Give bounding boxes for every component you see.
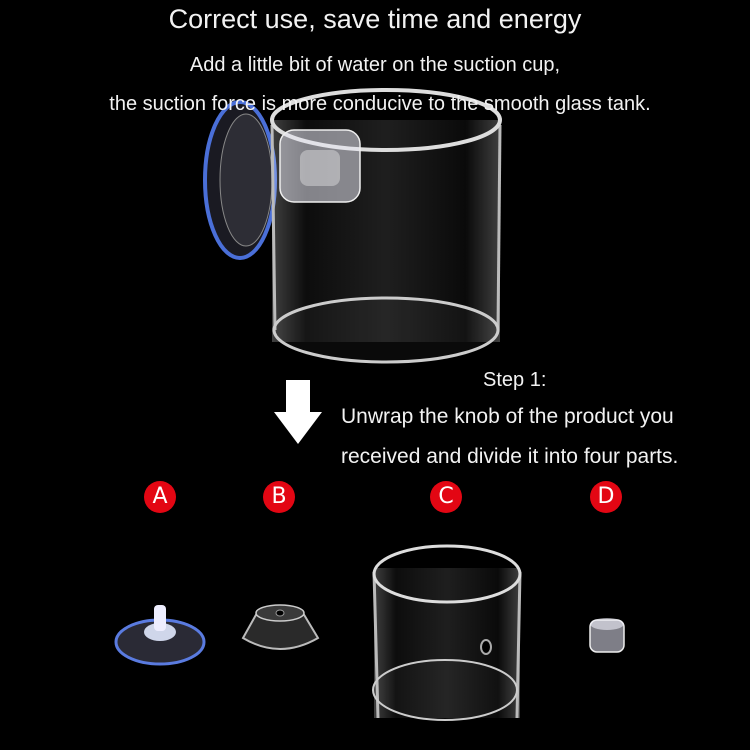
acrylic-cylinder-icon	[372, 544, 522, 721]
part-badge-a: A	[144, 481, 176, 513]
page-title: Correct use, save time and energy	[168, 4, 582, 34]
assembled-product-icon	[203, 88, 502, 364]
instruction-line-1: Add a little bit of water on the suction…	[189, 54, 561, 76]
knob-icon	[589, 618, 625, 653]
step-description-line-2: received and divide it into four parts.	[341, 445, 679, 468]
suction-cup-icon	[241, 604, 320, 650]
part-badge-c: C	[430, 481, 462, 513]
step-label: Step 1:	[483, 369, 547, 391]
down-arrow-icon	[274, 380, 322, 444]
instruction-line-2: the suction force is more conducive to t…	[109, 93, 651, 115]
part-badge-d: D	[590, 481, 622, 513]
part-badge-b: B	[263, 481, 295, 513]
suction-cup-with-stud-icon	[114, 605, 206, 666]
step-description-line-1: Unwrap the knob of the product you	[341, 405, 674, 428]
